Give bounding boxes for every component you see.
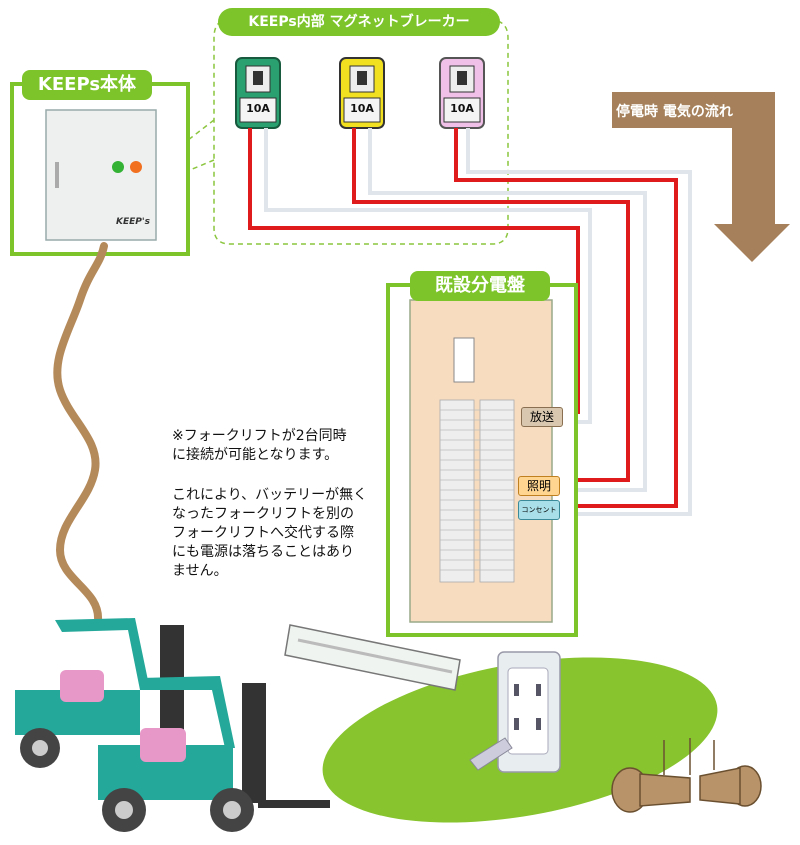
note-simultaneous: ※フォークリフトが2台同時 に接続が可能となります。 bbox=[172, 428, 347, 463]
breakers-title: KEEPs内部 マグネットブレーカー bbox=[218, 8, 500, 36]
power-flow-label: 停電時 電気の流れ bbox=[616, 104, 733, 120]
breaker-3 bbox=[439, 57, 485, 129]
circuit-lighting-tag: 照明 bbox=[518, 476, 560, 496]
speaker-icon bbox=[611, 738, 762, 813]
breaker-callout-frame bbox=[213, 19, 509, 245]
breaker-2 bbox=[339, 57, 385, 129]
breaker-dividers bbox=[440, 409, 514, 571]
outlet-icon bbox=[469, 651, 561, 773]
breaker-2-rating: 10A bbox=[350, 102, 374, 115]
circuit-broadcast-tag: 放送 bbox=[521, 407, 563, 427]
note-continuity: これにより、バッテリーが無く なったフォークリフトを別の フォークリフトへ交代す… bbox=[172, 487, 368, 579]
breaker-1 bbox=[235, 57, 281, 129]
cabinet-handle bbox=[55, 162, 59, 188]
circuit-outlet-tag: コンセント bbox=[518, 500, 560, 520]
forklift-front-icon bbox=[98, 676, 330, 832]
power-cable bbox=[53, 242, 108, 624]
main-breaker bbox=[453, 337, 475, 383]
keeps-cabinet bbox=[45, 109, 157, 241]
keeps-body-title: KEEPs本体 bbox=[22, 70, 152, 100]
light-fixture-icon bbox=[284, 624, 461, 691]
orange-lamp bbox=[130, 161, 142, 173]
neutral-wires bbox=[264, 128, 692, 516]
panel-title: 既設分電盤 bbox=[410, 271, 550, 301]
keeps-logo: KEEP's bbox=[116, 217, 150, 227]
breaker-1-rating: 10A bbox=[246, 102, 270, 115]
breaker-3-rating: 10A bbox=[450, 102, 474, 115]
power-flow-arrow bbox=[612, 92, 790, 262]
green-lamp bbox=[112, 161, 124, 173]
